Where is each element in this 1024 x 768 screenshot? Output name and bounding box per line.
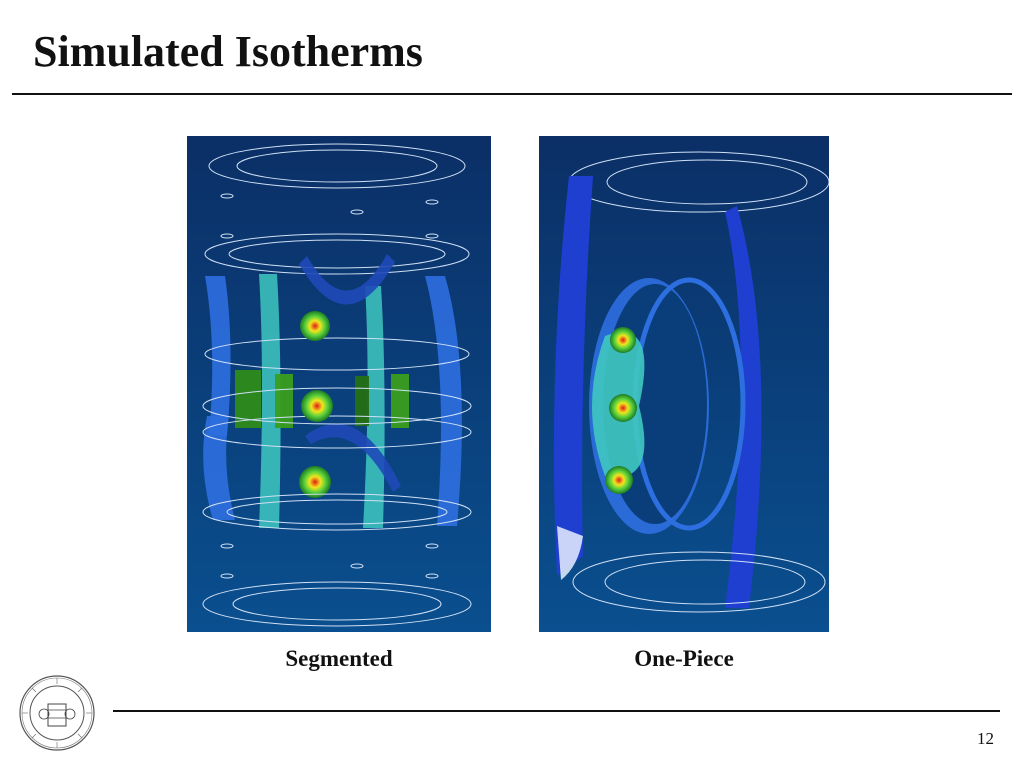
footer-divider bbox=[113, 710, 1000, 712]
one-piece-caption: One-Piece bbox=[634, 646, 734, 671]
segmented-caption: Segmented bbox=[285, 646, 393, 671]
segmented-render-image bbox=[187, 136, 491, 632]
slide-title: Simulated Isotherms bbox=[33, 27, 423, 76]
title-divider bbox=[12, 93, 1012, 95]
page-number: 12 bbox=[977, 729, 994, 748]
one-piece-render-image bbox=[539, 136, 829, 632]
mit-seal-icon bbox=[18, 674, 96, 752]
